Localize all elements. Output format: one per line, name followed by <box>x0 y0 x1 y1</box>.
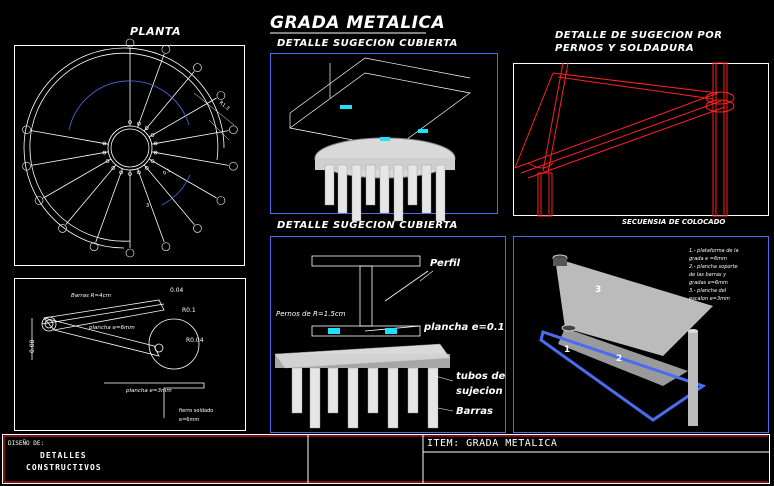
bolt-mark <box>229 161 238 171</box>
cubierta-top-title: DETALLE SUGECION CUBIERTA <box>277 38 458 49</box>
title-block-detalles: DETALLES <box>40 451 87 460</box>
detail-d008: 0.08 <box>29 339 36 353</box>
bolt-mark <box>216 196 226 205</box>
detail-drawing: Barras R=4cm 0.04 R0.1 R0.04 plancha e=6… <box>29 287 213 423</box>
bolt-mark <box>58 224 67 233</box>
secuencia-n1: 1 <box>564 345 570 355</box>
secuencia-title: SECUENSIA DE COLOCADO <box>622 218 726 226</box>
bolt-mark <box>125 38 135 48</box>
tube-mark <box>337 164 348 214</box>
tube-mark <box>327 367 339 414</box>
bolt-mark <box>161 242 171 251</box>
inner-bolt-mark <box>102 150 107 155</box>
cubierta-bottom-drawing: Perfil Pernos de R=1.5cm plancha e=0.1 t… <box>274 255 506 429</box>
secuencia-note-line: de las barras y <box>689 272 727 278</box>
secuencia-note-line: grada e =6mm <box>689 256 727 262</box>
secuencia-n2: 2 <box>616 354 622 364</box>
cubierta-bottom-frame <box>270 236 506 433</box>
cubierta-perfil: Perfil <box>430 258 461 269</box>
tube-mark <box>393 164 404 222</box>
inner-bolt-mark <box>137 121 141 126</box>
sugecion-frame <box>513 63 769 216</box>
sugecion-title-1: DETALLE DE SUGECION POR <box>555 30 723 41</box>
planta-dim2: 0.1 <box>162 168 172 177</box>
tube-mark <box>324 164 335 206</box>
cubierta-tubos-1: tubos de <box>456 371 506 382</box>
secuencia-drawing: 3 1 2 1.- plataforma de la grada e =6mm 2.… <box>539 248 739 426</box>
cubierta-top-frame <box>270 53 498 214</box>
secuencia-note-line: 3.- plancha del <box>689 288 727 294</box>
secuencia-note-line: escalon e=3mm <box>689 296 730 302</box>
detail-plancha6: plancha e=6mm <box>88 325 135 331</box>
bolt-mark <box>89 242 99 251</box>
title-block-frame <box>2 434 770 484</box>
inner-bolt-mark <box>153 141 158 146</box>
detail-d004b: R0.04 <box>186 337 204 344</box>
bolt-mark <box>193 224 202 233</box>
tube-mark <box>427 367 439 429</box>
tube-mark <box>421 164 432 214</box>
bolt-mark <box>216 91 226 100</box>
inner-bolt-mark <box>137 170 141 175</box>
inner-bolt-mark <box>128 120 132 124</box>
tube-mark <box>351 164 362 222</box>
secuencia-n3: 3 <box>595 285 601 295</box>
secuencia-note-line: gradas e=6mm <box>689 280 728 286</box>
cubierta-top-drawing <box>289 57 471 222</box>
inner-bolt-mark <box>144 166 149 170</box>
sugecion-title-2: PERNOS Y SOLDADURA <box>555 43 695 54</box>
cubierta-barras: Barras <box>456 406 493 417</box>
detail-d004: 0.04 <box>170 287 184 294</box>
sugecion-drawing <box>514 62 735 217</box>
detail-fierro1: fierro soldado <box>179 408 213 414</box>
bolt-mark <box>193 63 202 72</box>
detail-plancha3: plancha e=3mm <box>125 388 172 394</box>
bolt-mark <box>125 248 135 258</box>
tube-mark <box>407 164 418 206</box>
planta-dim1: R1.3 <box>218 100 231 112</box>
tube-mark <box>365 164 376 206</box>
secuencia-note-line: 2.- plancha soporte <box>689 264 738 270</box>
title-block-diseno: DISEÑO DE: <box>8 440 45 447</box>
tube-mark <box>435 164 446 222</box>
secuencia-frame <box>513 236 769 433</box>
title-block-constructivos: CONSTRUCTIVOS <box>26 463 102 472</box>
bolt-mark <box>22 125 31 135</box>
tube-mark <box>347 367 359 429</box>
detail-fierro2: e=6mm <box>179 417 199 423</box>
planta-frame <box>14 45 245 266</box>
bolt-mark <box>161 45 171 54</box>
inner-bolt-mark <box>102 141 107 146</box>
tube-mark <box>407 367 419 414</box>
inner-bolt-mark <box>111 166 116 170</box>
cubierta-pernos: Pernos de R=1.5cm <box>276 310 346 318</box>
bolt-mark <box>34 196 44 205</box>
inner-bolt-mark <box>144 126 149 130</box>
tube-mark <box>387 367 399 429</box>
bolt-mark <box>22 161 31 171</box>
inner-bolt-mark <box>119 170 123 175</box>
tube-mark <box>309 367 321 429</box>
inner-bolt-mark <box>105 159 110 163</box>
detail-frame <box>14 278 246 431</box>
cubierta-tubos-2: sujecion <box>456 386 503 397</box>
detail-barras: Barras R=4cm <box>71 293 111 299</box>
secuencia-note-line: 1.- plataforma de la <box>689 248 739 254</box>
inner-bolt-mark <box>128 172 132 176</box>
cubierta-plancha: plancha e=0.1 <box>423 322 505 333</box>
detail-d01: R0.1 <box>182 307 196 314</box>
inner-bolt-mark <box>150 133 155 137</box>
inner-bolt-mark <box>153 150 158 155</box>
main-title: GRADA METALICA <box>270 13 446 33</box>
inner-bolt-mark <box>150 159 155 163</box>
cubierta-bottom-title: DETALLE SUGECION CUBIERTA <box>277 220 458 231</box>
planta-title: PLANTA <box>130 25 181 38</box>
planta-drawing: R1.3 0.1 3 <box>22 38 238 258</box>
tube-mark <box>291 367 303 414</box>
title-block-item: ITEM: GRADA METALICA <box>427 438 558 449</box>
planta-num: 3 <box>146 203 149 209</box>
bolt-mark <box>229 125 238 135</box>
tube-mark <box>379 164 390 214</box>
tube-mark <box>367 367 379 414</box>
